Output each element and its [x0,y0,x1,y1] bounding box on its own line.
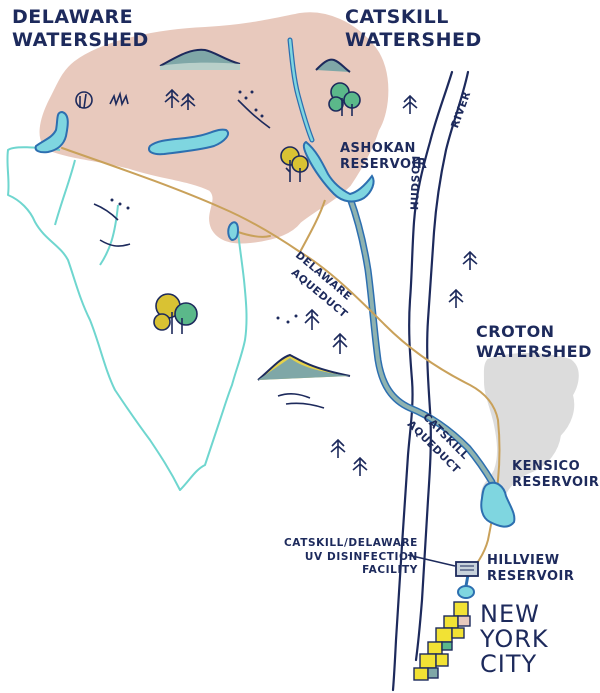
delaware-reservoir-west [34,110,69,154]
delaware-catskill-watershed-area [39,12,389,244]
hillview-reservoir-label: HILLVIEW RESERVOIR [487,553,575,584]
uv-facility-label: CATSKILL/DELAWARE UV DISINFECTION FACILI… [284,537,418,576]
catskill-stream-inner [288,38,314,142]
delaware-reservoir-east [227,221,240,242]
hudson-river-west-bank [391,70,454,692]
building-icon [455,561,479,577]
kensico-reservoir-label: KENSICO RESERVOIR [512,459,600,490]
delaware-watershed-boundary [6,146,248,491]
kensico-reservoir-shape [480,481,516,528]
mountain-icon [315,58,351,73]
grass-icon [75,91,129,109]
new-york-city-label: NEW YORK CITY [480,600,549,679]
delaware-subbasin-boundary-2 [99,204,119,266]
mountain-icon [257,353,351,381]
ashokan-connector [299,199,326,253]
terrain-dots [110,90,298,324]
ashokan-reservoir-label: ASHOKAN RESERVOIR [340,141,428,172]
hillview-reservoir-shape [457,585,475,599]
nyc-buildings [413,601,471,681]
terrain-marks [93,99,325,409]
deciduous-tree-icon [153,293,198,334]
catskill-watershed-label: CATSKILL WATERSHED [345,6,482,51]
catskill-aqueduct-fill [348,196,494,484]
ashokan-reservoir-shape [302,140,375,203]
deciduous-tree-icon [328,82,361,116]
delaware-subbasin-boundary [54,159,76,226]
delaware-reservoir-middle [148,128,230,156]
croton-watershed-label: CROTON WATERSHED [476,322,592,361]
delaware-watershed-label: DELAWARE WATERSHED [12,6,149,51]
pine-tree-icon [164,88,478,476]
hudson-label: HUDSON [409,155,423,211]
deciduous-tree-icon [280,146,309,182]
mountain-icon [159,48,241,70]
uv-facility-pointer [407,554,456,567]
delaware-aqueduct-spur [237,231,271,238]
